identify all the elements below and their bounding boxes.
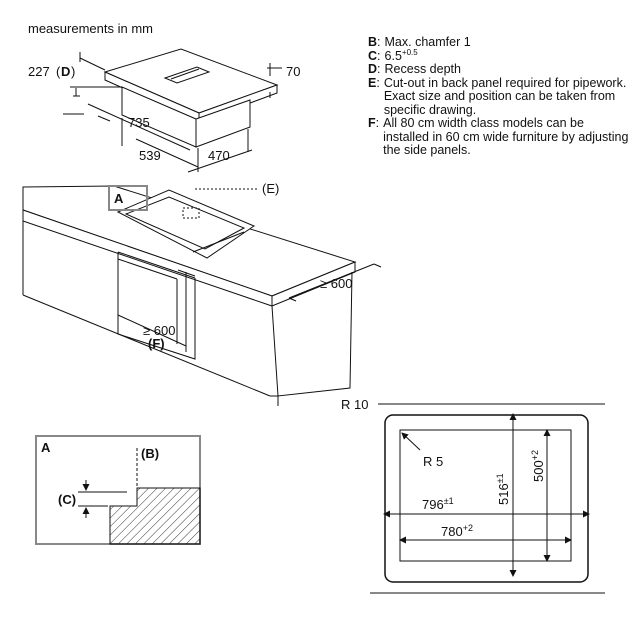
dim-height-close: ) [71, 64, 75, 79]
dim-depth-recess: 735 [128, 115, 150, 130]
appliance-drawing [63, 48, 282, 173]
note-text: All 80 cm width class models can be inst… [383, 116, 629, 157]
dim-thickness: 70 [286, 64, 300, 79]
cutout-width-outer: 796±1 [422, 496, 454, 512]
note-colon: : [377, 35, 381, 49]
note-key: E [368, 75, 377, 90]
note-text: Cut-out in back panel required for pipew… [383, 75, 627, 117]
note-colon: : [377, 62, 381, 76]
cabinet-width-note: (F) [148, 336, 165, 351]
cutout-depth-outer: 516±1 [495, 473, 511, 505]
cutout-inner-radius: R 5 [423, 454, 443, 469]
dim-width-body: 539 [139, 148, 161, 163]
note-text-main: 6.5 [384, 48, 402, 63]
detail-c-label: (C) [58, 492, 76, 507]
note-sup: +0.5 [401, 47, 418, 57]
note-item: E:Cut-out in back panel required for pip… [368, 75, 633, 118]
note-text: Max. chamfer 1 [384, 35, 471, 49]
cabinet-depth-dim: ≥ 600 [320, 276, 352, 291]
note-item: F:All 80 cm width class models can be in… [368, 116, 633, 158]
cutout-outer-radius: R 10 [341, 397, 368, 412]
notes-list: B:Max. chamfer 1 C:6.5+0.5 D:Recess dept… [368, 35, 633, 158]
note-key: B [368, 35, 378, 49]
callout-A: A [114, 191, 124, 206]
worktop-drawing [22, 185, 382, 406]
dim-height-open: ( [56, 64, 61, 79]
cutout-width-inner: 780+2 [441, 523, 473, 539]
note-text: Recess depth [384, 62, 461, 76]
detail-b-label: (B) [141, 446, 159, 461]
note-item: D:Recess depth [368, 62, 633, 77]
cutout-drawing [370, 403, 605, 594]
callout-E: (E) [262, 181, 279, 196]
dim-height-key: D [61, 64, 70, 79]
detail-title: A [41, 440, 51, 455]
note-item: C:6.5+0.5 [368, 47, 633, 64]
note-colon: : [376, 75, 380, 90]
note-key: F [368, 116, 376, 130]
dim-depth-body: 470 [208, 148, 230, 163]
dim-height-value: 227 [28, 64, 50, 79]
note-item: B:Max. chamfer 1 [368, 35, 633, 50]
cabinet-width-dim: ≥ 600 [143, 323, 175, 338]
note-colon: : [377, 48, 381, 63]
cutout-depth-inner: 500+2 [530, 450, 546, 482]
units-label: measurements in mm [28, 21, 153, 36]
note-key: D [368, 62, 378, 76]
detail-a-drawing [35, 435, 201, 545]
note-colon: : [375, 116, 380, 130]
note-key: C [368, 48, 378, 63]
note-text: 6.5+0.5 [384, 47, 633, 64]
